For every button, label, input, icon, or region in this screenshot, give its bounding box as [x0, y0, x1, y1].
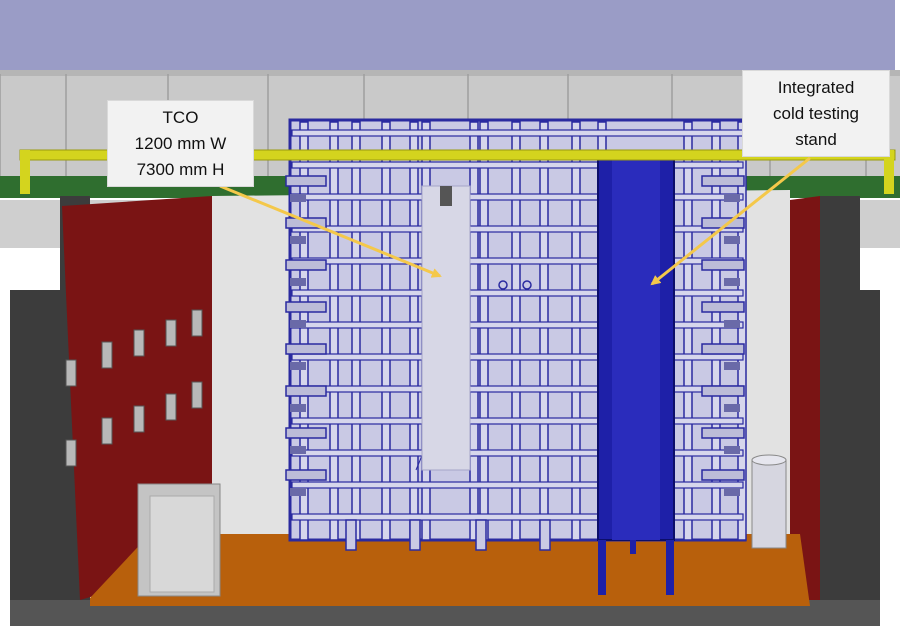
frame-leg	[345, 519, 357, 551]
frame-column	[469, 121, 479, 541]
ceiling	[0, 0, 895, 72]
rib-tab	[724, 236, 740, 244]
rib-tab	[290, 236, 306, 244]
tco-opening	[421, 185, 532, 471]
frame-beam	[291, 449, 744, 457]
frame-side-ribs	[285, 175, 745, 496]
wall-opening	[191, 309, 203, 337]
frame-beam	[291, 161, 744, 169]
frame-beam	[291, 321, 744, 329]
cylinder-tank	[751, 454, 787, 549]
frame-leg	[539, 519, 551, 551]
frame-column	[351, 121, 361, 541]
rib-left	[285, 259, 327, 271]
rib-tab	[724, 194, 740, 202]
wall-opening	[101, 417, 113, 445]
stand-callout: Integrated cold testing stand	[742, 70, 890, 157]
wall-opening	[165, 319, 177, 347]
rib-right	[701, 301, 745, 313]
frame-leg	[409, 519, 421, 551]
rib-left	[285, 427, 327, 439]
frame-beam	[291, 225, 744, 233]
rib-tab	[290, 362, 306, 370]
rib-right	[701, 427, 745, 439]
rib-tab	[290, 446, 306, 454]
frame-column	[479, 121, 489, 541]
rib-right	[701, 343, 745, 355]
equipment-box	[137, 483, 221, 597]
frame-column	[381, 121, 391, 541]
tco-callout-line: 7300 mm H	[136, 160, 225, 179]
tco-callout-line: 1200 mm W	[134, 134, 227, 153]
callout-arrows	[219, 156, 811, 286]
rib-left	[285, 301, 327, 313]
tco-callout-line: TCO	[162, 108, 199, 127]
rib-tab	[724, 488, 740, 496]
frame-beam	[291, 257, 744, 265]
tco-callout: TCO 1200 mm W 7300 mm H	[107, 100, 254, 187]
rib-left	[285, 469, 327, 481]
rib-tab	[290, 194, 306, 202]
frame-beam	[291, 481, 744, 489]
frame-column	[571, 121, 581, 541]
rib-right	[701, 259, 745, 271]
stand-callout-line: cold testing	[773, 104, 859, 123]
frame-leg	[475, 519, 487, 551]
rib-tab	[724, 320, 740, 328]
frame-beam	[291, 513, 744, 521]
wall-opening	[165, 393, 177, 421]
rib-left	[285, 343, 327, 355]
rib-tab	[724, 446, 740, 454]
wall-opening	[133, 329, 145, 357]
stand-callout-line: Integrated	[777, 78, 855, 97]
rib-tab	[290, 488, 306, 496]
stand-callout-line: stand	[795, 130, 837, 149]
rib-tab	[724, 404, 740, 412]
stand-arrow	[650, 156, 811, 286]
wall-opening	[133, 405, 145, 433]
yellow-rail	[19, 149, 896, 194]
frame-beam	[291, 417, 744, 425]
frame-column	[711, 121, 721, 541]
rib-tab	[290, 320, 306, 328]
rib-left	[285, 385, 327, 397]
rib-left	[285, 175, 327, 187]
wall-opening	[101, 341, 113, 369]
frame-column	[683, 121, 693, 541]
right-red-wall	[790, 196, 820, 600]
cold-testing-stand	[597, 151, 675, 595]
frame-beam	[291, 193, 744, 201]
frame-beam	[291, 353, 744, 361]
wall-opening	[191, 381, 203, 409]
frame-column	[409, 121, 419, 541]
frame-column	[511, 121, 521, 541]
frame-beam	[291, 289, 744, 297]
tco-arrow	[219, 184, 442, 278]
rib-tab	[724, 278, 740, 286]
left-wall-openings	[65, 309, 203, 467]
frame-column	[539, 121, 549, 541]
rib-left	[285, 217, 327, 229]
frame-column	[329, 121, 339, 541]
rib-tab	[724, 362, 740, 370]
rib-right	[701, 385, 745, 397]
frame-beam	[291, 385, 744, 393]
frame-beam	[291, 129, 744, 137]
wall-opening	[65, 439, 77, 467]
frame-column	[299, 121, 309, 541]
wall-opening	[65, 359, 77, 387]
rib-tab	[290, 404, 306, 412]
rib-right	[701, 175, 745, 187]
rib-right	[701, 469, 745, 481]
rib-tab	[290, 278, 306, 286]
